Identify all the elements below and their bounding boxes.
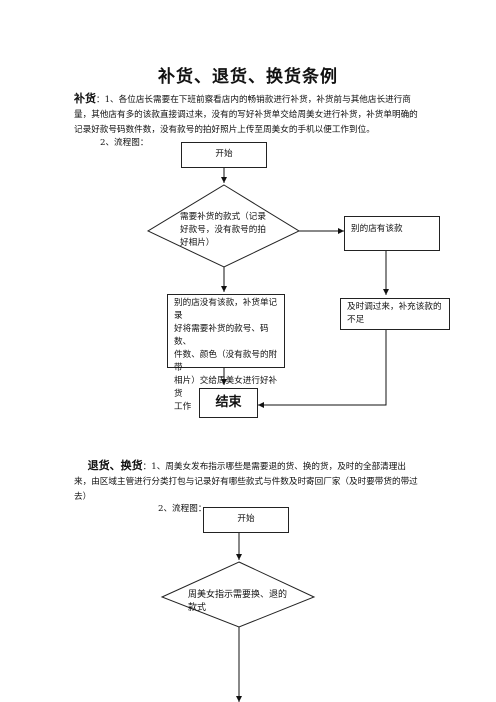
returns-heading: 退货、换货 [87, 459, 143, 472]
no-stock-box: 别的店没有该款，补货单记录 好将需要补货的款号、码数、 件数、颜色（没有款号的附… [167, 294, 285, 412]
returns-text-line2: 来，由区域主管进行分类打包与记录好有哪些款式与件数及时寄回厂家（及时要带货的带过 [74, 477, 418, 487]
no-stock-line3: 件数、颜色（没有款号的附带 [174, 350, 278, 373]
returns-paragraph: 退货、换货：1、周美女发布指示哪些是需要退的货、换的货，及时的全部清理出 来，由… [74, 458, 436, 505]
other-store-box: 别的店有该款 [344, 216, 440, 251]
returns-decision-text: 周美女指示需要换、退的 款式 [188, 589, 308, 615]
no-stock-line2: 好将需要补货的款号、码数、 [174, 324, 269, 347]
other-store-label: 别的店有该款 [351, 224, 403, 234]
restock-flow-label: 2、流程图： [100, 138, 149, 148]
no-stock-line1: 别的店没有该款，补货单记录 [174, 298, 278, 321]
no-stock-line4: 相片）交给周美女进行好补货 [174, 376, 278, 399]
returns-start-box: 开始 [203, 507, 289, 533]
no-stock-line5: 工作 [174, 402, 192, 412]
returns-decision-line1: 周美女指示需要换、退的 [188, 590, 288, 600]
transfer-line1: 及时调过来，补充该款的 [347, 302, 442, 312]
restock-paragraph: 补货：1、各位店长需要在下班前察看店内的畅销款进行补货，补货前与其他店长进行商 … [74, 91, 434, 138]
returns-start-label: 开始 [237, 514, 255, 524]
restock-decision-text: 需要补货的款式（记录 好款号，没有款号的拍 好相片） [180, 211, 276, 250]
end-box: 结束 [199, 388, 258, 418]
restock-decision-line2: 好款号，没有款号的拍 [180, 225, 266, 235]
restock-text-line2: 量，其他店有多的该款直接调过来，没有的写好补货单交给周美女进行补货，补货单明确的 [74, 110, 418, 120]
restock-text-line3: 记录好款号码数件数，没有款号的拍好照片上传至周美女的手机以便工作到位。 [74, 125, 375, 135]
transfer-box: 及时调过来，补充该款的 不足 [340, 298, 450, 330]
page-title: 补货、退货、换货条例 [158, 67, 338, 87]
returns-text-line1: ：1、周美女发布指示哪些是需要退的货、换的货，及时的全部清理出 [142, 462, 406, 472]
returns-flow-label: 2、流程图： [158, 504, 207, 514]
restock-decision-line1: 需要补货的款式（记录 [180, 212, 266, 222]
restock-decision-line3: 好相片） [180, 238, 215, 248]
transfer-line2: 不足 [347, 315, 365, 325]
restock-text-line1: ：1、各位店长需要在下班前察看店内的畅销款进行补货，补货前与其他店长进行商 [96, 95, 411, 105]
returns-text-line3: 去） [74, 492, 92, 502]
restock-start-label: 开始 [215, 149, 233, 159]
end-label: 结束 [215, 395, 242, 410]
restock-heading: 补货 [74, 92, 96, 105]
returns-decision-line2: 款式 [188, 603, 207, 613]
restock-start-box: 开始 [181, 142, 267, 168]
